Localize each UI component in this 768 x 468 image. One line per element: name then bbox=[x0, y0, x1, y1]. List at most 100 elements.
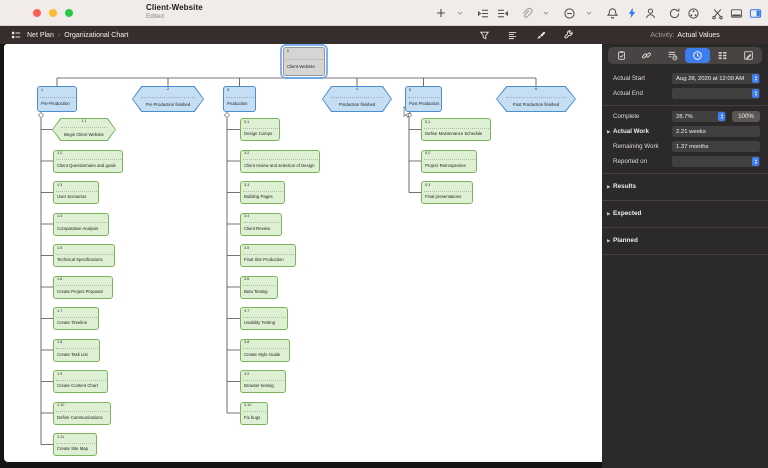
node-label: Create Project Proposal bbox=[57, 288, 103, 294]
complete-label: Complete bbox=[613, 113, 640, 120]
node-number: 3.5 bbox=[244, 245, 250, 250]
actual-start-input[interactable]: Aug 28, 2020 at 12:00 AM bbox=[672, 73, 760, 84]
actual-work-input[interactable]: 2.21 weeks bbox=[672, 126, 760, 137]
results-disclosure[interactable]: ▶ bbox=[607, 183, 611, 189]
filter-icon[interactable] bbox=[479, 30, 490, 41]
actual-work-disclosure[interactable]: ▶ bbox=[607, 128, 611, 134]
person-icon[interactable] bbox=[644, 7, 657, 20]
node-number: 3.10 bbox=[244, 403, 252, 407]
section-planned[interactable]: ▶ Planned bbox=[607, 237, 638, 244]
actual-start-label: Actual Start bbox=[613, 75, 645, 82]
add-chevron-icon[interactable] bbox=[453, 7, 466, 20]
share-icon[interactable] bbox=[687, 7, 700, 20]
list-format-icon[interactable] bbox=[507, 30, 518, 41]
collapse-diamond-icon[interactable] bbox=[223, 111, 231, 119]
attach-icon[interactable] bbox=[520, 7, 533, 20]
attach-chevron-icon[interactable] bbox=[539, 7, 552, 20]
section-results[interactable]: ▶ Results bbox=[607, 183, 637, 190]
actual-end-input[interactable] bbox=[672, 88, 760, 99]
actual-end-stepper[interactable] bbox=[752, 89, 759, 98]
tab-time-tracking-icon[interactable] bbox=[684, 48, 711, 63]
node-number: 0 bbox=[287, 48, 290, 53]
breadcrumb-chart[interactable]: Organizational Chart bbox=[64, 31, 129, 39]
node-number: 6 bbox=[534, 86, 538, 91]
reported-on-stepper[interactable] bbox=[752, 157, 759, 166]
node-number: 1.2 bbox=[57, 151, 63, 155]
complete-input[interactable]: 28.7% bbox=[672, 111, 726, 122]
breadcrumb-view[interactable]: Net Plan bbox=[27, 31, 54, 39]
actual-start-stepper[interactable] bbox=[752, 74, 759, 83]
expected-disclosure[interactable]: ▶ bbox=[607, 210, 611, 216]
brush-icon[interactable] bbox=[535, 30, 546, 41]
view-options-icon[interactable] bbox=[9, 29, 22, 42]
section-expected[interactable]: ▶ Expected bbox=[607, 210, 642, 217]
view-pathbar: Net Plan › Organizational Chart Activity… bbox=[0, 26, 768, 44]
activity-value: Actual Values bbox=[677, 31, 720, 39]
remove-icon[interactable] bbox=[563, 7, 576, 20]
wrench-icon[interactable] bbox=[563, 29, 574, 41]
add-icon[interactable] bbox=[434, 7, 447, 20]
reported-on-input[interactable] bbox=[672, 156, 760, 167]
node-number: 5.3 bbox=[425, 182, 431, 187]
tab-links-icon[interactable] bbox=[634, 48, 659, 63]
complete-stepper[interactable] bbox=[718, 112, 725, 121]
panel-bottom-icon[interactable] bbox=[730, 7, 743, 20]
remove-chevron-icon[interactable] bbox=[582, 7, 595, 20]
node-number: 3.8 bbox=[244, 340, 250, 344]
tab-info-clipboard-icon[interactable] bbox=[609, 48, 634, 63]
tab-notes-icon[interactable] bbox=[736, 48, 761, 63]
node-number: 5 bbox=[409, 87, 412, 92]
cut-scissors-icon[interactable] bbox=[711, 7, 724, 20]
complete-100-button[interactable]: 100% bbox=[732, 111, 760, 122]
remaining-work-input[interactable]: 1.37 months bbox=[672, 141, 760, 152]
indent-icon[interactable] bbox=[477, 7, 490, 20]
notifications-bell-icon[interactable] bbox=[606, 7, 619, 20]
planned-disclosure[interactable]: ▶ bbox=[607, 237, 611, 243]
minimize-button[interactable] bbox=[49, 9, 57, 17]
collapse-diamond-icon[interactable] bbox=[37, 111, 45, 119]
close-button[interactable] bbox=[33, 9, 41, 17]
divider bbox=[602, 200, 768, 201]
tab-columns-icon[interactable] bbox=[710, 48, 735, 63]
flash-icon[interactable] bbox=[625, 7, 638, 20]
zoom-button[interactable] bbox=[65, 9, 73, 17]
node-label: Production bbox=[227, 101, 248, 107]
node-number: 3.4 bbox=[244, 214, 250, 218]
panel-right-icon[interactable] bbox=[749, 7, 762, 20]
sync-icon[interactable] bbox=[668, 7, 681, 20]
tab-plan-clock-icon[interactable] bbox=[660, 48, 685, 63]
outdent-icon[interactable] bbox=[496, 7, 509, 20]
